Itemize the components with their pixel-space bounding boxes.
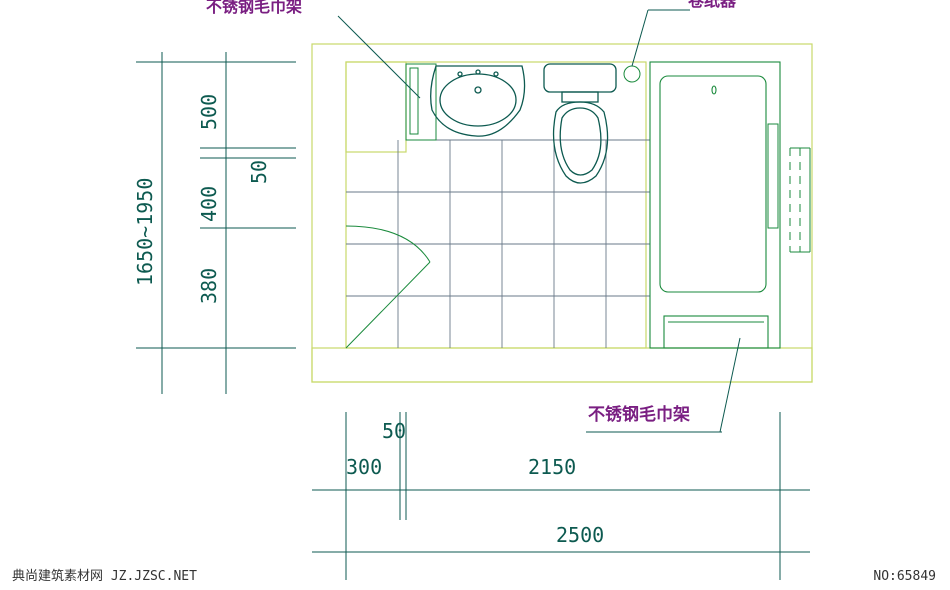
label-towel-rack-top: 不锈钢毛巾架 xyxy=(206,0,302,16)
leader-towel-rack-top xyxy=(337,15,421,99)
label-paper-holder: 卷纸器 xyxy=(687,0,737,10)
vertical-dimension-lines xyxy=(136,52,296,394)
door xyxy=(345,225,431,349)
dim-500: 500 xyxy=(197,94,221,130)
label-towel-rack-bottom: 不锈钢毛巾架 xyxy=(588,404,690,425)
door-swing-arc xyxy=(345,225,431,263)
leader-towel-rack-bottom xyxy=(719,337,741,433)
towel-rack-top xyxy=(405,63,437,141)
washbasin-icon xyxy=(430,65,526,137)
dim-380: 380 xyxy=(197,268,221,304)
dim-300: 300 xyxy=(346,455,382,479)
towel-rack-right xyxy=(767,123,811,253)
dim-400: 400 xyxy=(197,186,221,222)
source-watermark: 典尚建筑素材网 JZ.JZSC.NET xyxy=(12,569,197,584)
leader-lines xyxy=(337,9,741,433)
paper-holder-icon xyxy=(623,65,641,83)
horizontal-dimension-lines xyxy=(312,412,810,580)
floor-tiles xyxy=(346,139,650,348)
bottom-wall xyxy=(311,347,813,383)
inner-wall xyxy=(345,61,647,349)
toilet-icon xyxy=(543,63,617,184)
dim-vertical-total: 1650~1950 xyxy=(133,178,157,286)
dim-2500: 2500 xyxy=(556,523,604,547)
bathtub-icon xyxy=(649,61,781,349)
dim-2150: 2150 xyxy=(528,455,576,479)
dim-50-vertical: 50 xyxy=(247,160,271,184)
dim-50-horizontal: 50 xyxy=(382,419,406,443)
drawing-number: NO:65849 xyxy=(873,569,936,584)
door-leaf xyxy=(345,261,431,349)
leader-paper-holder xyxy=(631,9,649,67)
